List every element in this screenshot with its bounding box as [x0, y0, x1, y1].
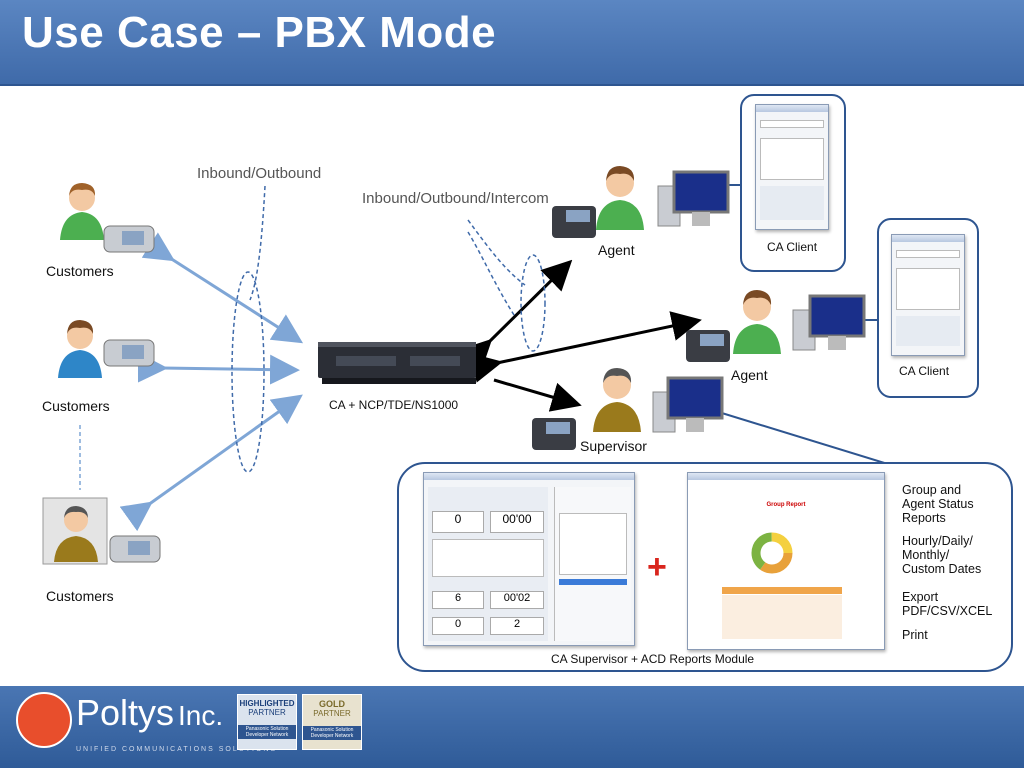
stat-box-5: 0 — [432, 617, 484, 635]
page-title: Use Case – PBX Mode — [22, 8, 497, 57]
intercom-dash2 — [467, 231, 515, 316]
ca-client-window-1 — [755, 104, 829, 230]
intercom-oval — [520, 254, 546, 352]
supervisor-module-card: 0 00'00 6 00'02 0 2 + Group Report CA Su… — [397, 462, 1013, 672]
feature-date-ranges: Hourly/Daily/ Monthly/ Custom Dates — [902, 534, 982, 576]
arrow-customer1 — [141, 232, 304, 344]
feature-status-reports: Group and Agent Status Reports — [902, 483, 974, 525]
stat-box-2: 00'00 — [490, 511, 544, 533]
feature-print: Print — [902, 628, 928, 642]
ca-client-label-2: CA Client — [899, 364, 950, 378]
intercom-dash1 — [467, 219, 526, 286]
inbound-outbound-label: Inbound/Outbound — [197, 165, 322, 182]
agent-label-1: Agent — [598, 242, 635, 258]
agent-label-2: Agent — [731, 367, 768, 383]
stat-box-1: 0 — [432, 511, 484, 533]
title-bar: Use Case – PBX Mode — [0, 0, 1024, 86]
company-tagline: UNIFIED COMMUNICATIONS SOLUTIONS — [76, 746, 278, 753]
stat-box-6: 2 — [490, 617, 544, 635]
report-donut — [722, 532, 842, 639]
arrow-supervisor — [493, 378, 582, 412]
supervisor-label: Supervisor — [580, 438, 647, 454]
trunk-oval — [231, 271, 265, 473]
customers-label-2: Customers — [42, 398, 110, 414]
arrow-customer3 — [119, 394, 303, 532]
ca-client-card-2: CA Client — [877, 218, 979, 398]
highlighted-partner-badge: HIGHLIGHTED PARTNER Panasonic Solution D… — [237, 694, 297, 750]
supervisor-window: 0 00'00 6 00'02 0 2 — [423, 472, 635, 646]
company-name: Poltys — [76, 692, 175, 733]
arrow-customer2 — [137, 352, 300, 385]
feature-export: Export PDF/CSV/XCEL — [902, 590, 993, 618]
ca-client-card-1: CA Client — [740, 94, 846, 272]
poltys-logo-icon — [16, 692, 72, 748]
company-suffix: Inc. — [178, 700, 224, 731]
ca-client-window-2 — [891, 234, 965, 356]
arrow-agent2 — [470, 311, 702, 383]
ca-client-label-1: CA Client — [767, 240, 818, 254]
plus-sign: + — [647, 548, 667, 586]
footer-bar: Poltys Inc. UNIFIED COMMUNICATIONS SOLUT… — [0, 686, 1024, 768]
supervisor-module-label: CA Supervisor + ACD Reports Module — [551, 652, 755, 666]
arrow-agent1 — [460, 259, 573, 371]
report-window: Group Report — [687, 472, 885, 650]
inbound-outbound-intercom-label: Inbound/Outbound/Intercom — [362, 190, 549, 207]
stat-box-3: 6 — [432, 591, 484, 609]
customers-label-3: Customers — [46, 588, 114, 604]
report-title: Group Report — [766, 502, 806, 508]
customers-label-1: Customers — [46, 263, 114, 279]
stat-box-4: 00'02 — [490, 591, 544, 609]
gold-partner-badge: GOLD PARTNER Panasonic Solution Develope… — [302, 694, 362, 750]
trunk-dash — [249, 185, 266, 301]
pbx-label: CA + NCP/TDE/NS1000 — [329, 398, 459, 412]
